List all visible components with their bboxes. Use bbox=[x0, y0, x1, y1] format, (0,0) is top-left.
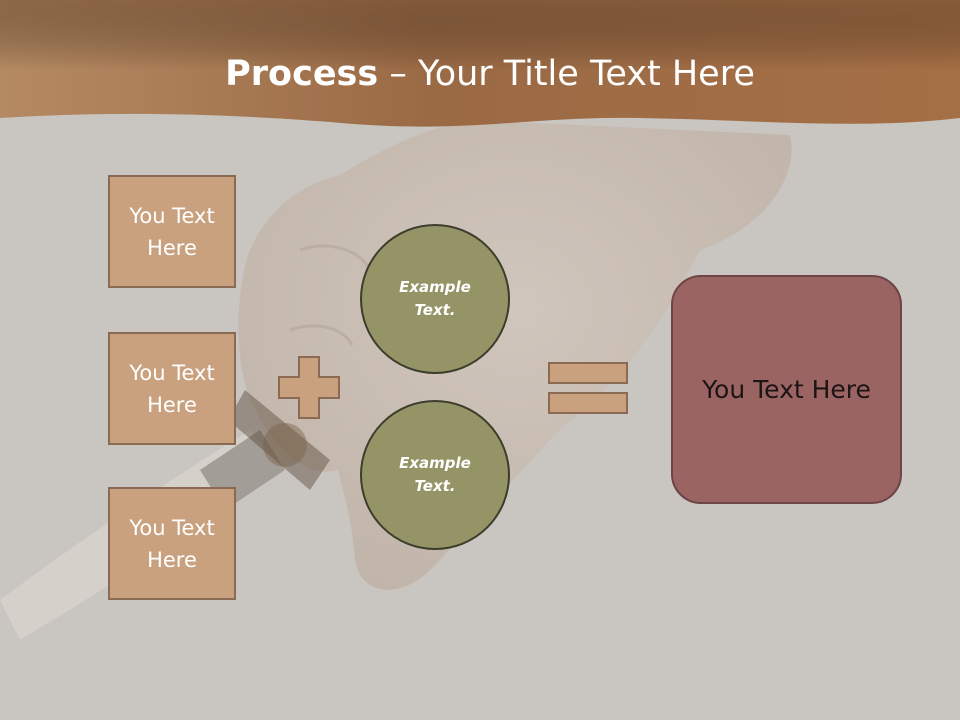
slide-title: Process – Your Title Text Here bbox=[0, 52, 960, 96]
input-box-3[interactable]: You Text Here bbox=[108, 487, 236, 600]
equals-icon bbox=[548, 362, 628, 414]
input-box-2[interactable]: You Text Here bbox=[108, 332, 236, 445]
title-rest: – Your Title Text Here bbox=[378, 54, 755, 94]
input-box-label: You Text Here bbox=[129, 360, 215, 417]
input-box-1[interactable]: You Text Here bbox=[108, 175, 236, 288]
plus-icon bbox=[278, 356, 340, 419]
input-box-label: You Text Here bbox=[129, 515, 215, 572]
result-box[interactable]: You Text Here bbox=[671, 275, 902, 504]
result-label: You Text Here bbox=[702, 375, 871, 404]
example-circle-2[interactable]: Example Text. bbox=[360, 400, 510, 550]
title-bold: Process bbox=[225, 54, 379, 94]
circle-label: Example Text. bbox=[399, 454, 471, 495]
example-circle-1[interactable]: Example Text. bbox=[360, 224, 510, 374]
input-box-label: You Text Here bbox=[129, 203, 215, 260]
circle-label: Example Text. bbox=[399, 278, 471, 319]
